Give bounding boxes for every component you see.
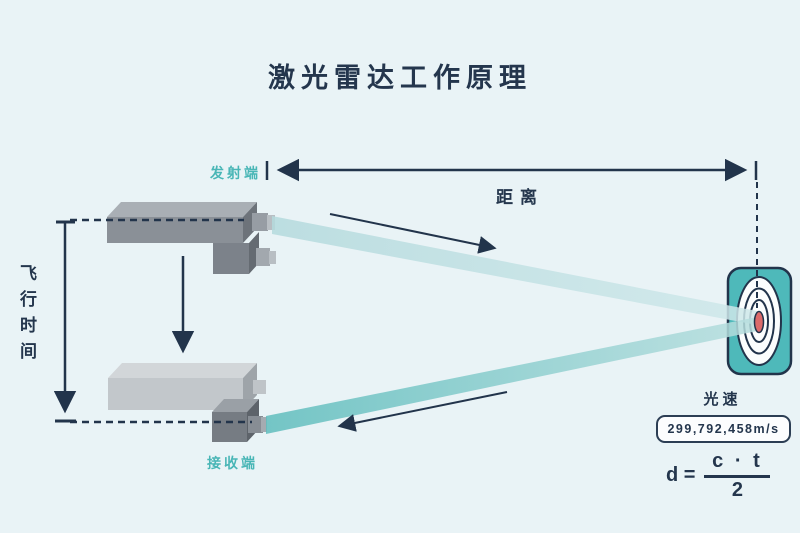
flight-time-label: 飞行时间 bbox=[20, 264, 37, 361]
light-speed-value: 299,792,458m/s bbox=[667, 422, 780, 436]
receiver-label: 接收端 bbox=[207, 455, 258, 471]
formula-numerator: c · t bbox=[712, 450, 763, 472]
formula-denominator: 2 bbox=[731, 478, 744, 501]
target-center bbox=[753, 310, 765, 334]
receiver-device-icon bbox=[108, 363, 267, 442]
return-laser-beam bbox=[266, 317, 757, 434]
formula: d = c · t 2 bbox=[666, 450, 771, 502]
distance-label: 距离 bbox=[496, 188, 544, 207]
flight-time-arrow-icon bbox=[53, 220, 77, 423]
formula-lhs: d = bbox=[666, 464, 696, 487]
formula-fraction: c · t 2 bbox=[704, 450, 771, 502]
outgoing-laser-beam bbox=[272, 216, 757, 325]
outgoing-beam-arrow-icon bbox=[329, 213, 497, 254]
flight-time-dashed-lines bbox=[70, 218, 252, 424]
formula-fraction-bar bbox=[704, 475, 771, 478]
transmitter-label: 发射端 bbox=[210, 165, 261, 181]
distance-double-arrow-icon bbox=[265, 158, 758, 182]
light-speed-value-box: 299,792,458m/s bbox=[656, 415, 791, 443]
light-speed-label: 光速 bbox=[703, 391, 742, 408]
page-title: 激光雷达工作原理 bbox=[268, 63, 532, 93]
transmitter-device-icon bbox=[107, 202, 276, 274]
return-beam-arrow-icon bbox=[337, 391, 508, 432]
